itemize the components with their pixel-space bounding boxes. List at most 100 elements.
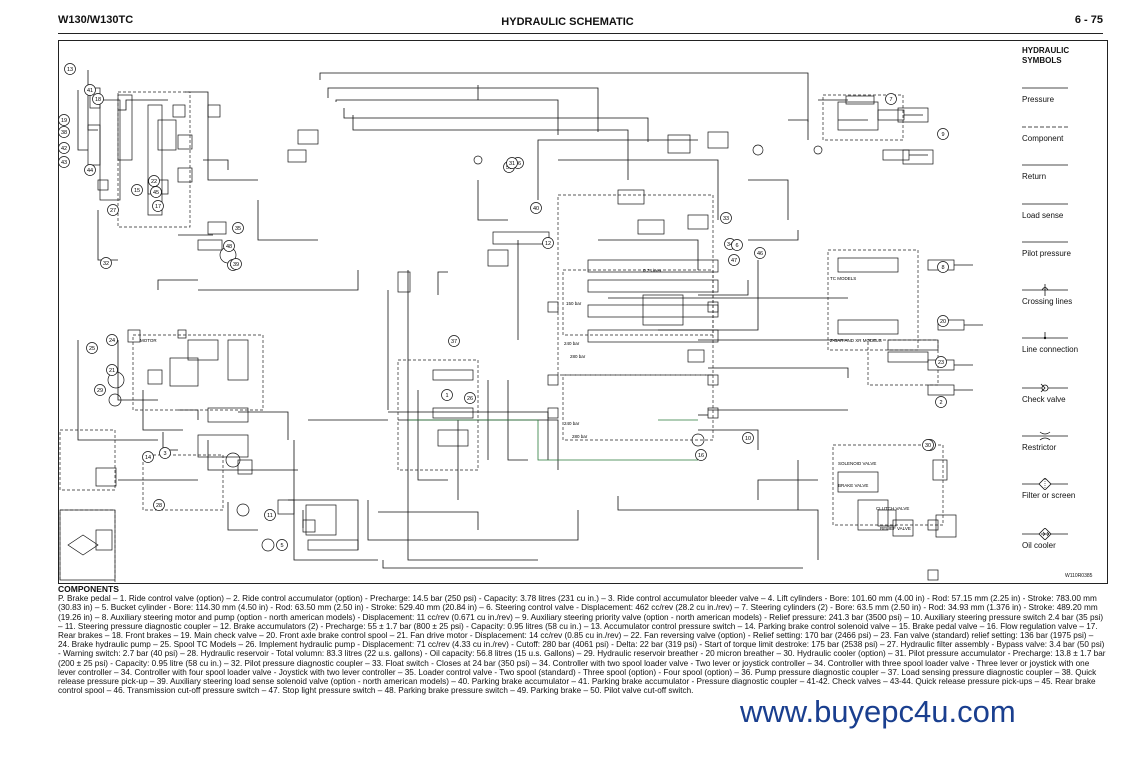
legend-item: Line connection <box>1022 332 1107 354</box>
components-text: P. Brake pedal – 1. Ride control valve (… <box>58 594 1106 696</box>
callout-marker: 14 <box>142 451 154 463</box>
legend-label: Restrictor <box>1022 443 1057 452</box>
filter-icon <box>1022 477 1107 491</box>
callout-marker: 29 <box>94 384 106 396</box>
callout-number: 3 <box>163 451 166 457</box>
legend-label: Filter or screen <box>1022 491 1076 500</box>
restrictor-icon <box>1022 430 1107 442</box>
callout-marker: 28 <box>153 499 165 511</box>
legend-item: Return <box>1022 159 1107 181</box>
callout-number: 38 <box>61 130 67 136</box>
callout-marker: 24 <box>106 334 118 346</box>
callout-marker: 16 <box>695 449 707 461</box>
callout-number: 1 <box>445 393 448 399</box>
schematic-label: CLUTCH VALVE <box>876 506 909 511</box>
callout-marker: 47 <box>728 254 740 266</box>
callout-number: 43 <box>61 160 67 166</box>
header-rule <box>58 33 1103 34</box>
callout-marker: 8 <box>937 261 949 273</box>
callout-marker: 39 <box>230 258 242 270</box>
page-title: HYDRAULIC SCHEMATIC <box>501 16 634 28</box>
callout-number: 16 <box>698 453 704 459</box>
callout-marker: 41 <box>84 84 96 96</box>
callout-number: 42 <box>61 146 67 152</box>
callout-number: 44 <box>87 168 93 174</box>
callout-marker: 44 <box>84 164 96 176</box>
callout-marker: 2 <box>935 396 947 408</box>
callout-marker: 1 <box>441 389 453 401</box>
callout-number: 34 <box>727 242 733 248</box>
callout-number: 31 <box>509 161 515 167</box>
callout-number: 33 <box>723 216 729 222</box>
callout-marker: 26 <box>464 392 476 404</box>
callout-marker: 11 <box>264 509 276 521</box>
callout-marker: 35 <box>232 222 244 234</box>
callout-number: 22 <box>151 179 157 185</box>
callout-number: 9 <box>941 132 944 138</box>
schematic-frame <box>58 40 1108 584</box>
model-label: W130/W130TC <box>58 14 134 26</box>
callout-marker: 13 <box>64 63 76 75</box>
callout-marker: 19 <box>58 114 70 126</box>
legend-label: Oil cooler <box>1022 541 1056 550</box>
callout-marker: 43 <box>58 156 70 168</box>
schematic-label: 240 bar <box>564 421 580 426</box>
callout-marker: 3 <box>159 447 171 459</box>
callout-number: 40 <box>533 206 539 212</box>
legend-label: Pilot pressure <box>1022 249 1071 258</box>
callout-number: 48 <box>226 244 232 250</box>
callout-marker: 6 <box>731 239 743 251</box>
callout-marker: 27 <box>107 204 119 216</box>
legend-label: Return <box>1022 172 1047 181</box>
legend-item: Load sense <box>1022 198 1107 220</box>
return-line-icon <box>1022 159 1107 171</box>
legend-item: Pilot pressure <box>1022 236 1107 258</box>
schematic-label: 240 bar <box>564 341 580 346</box>
check-valve-icon <box>1022 382 1107 394</box>
callout-number: 47 <box>731 258 737 264</box>
callout-marker: 32 <box>100 257 112 269</box>
callout-number: 41 <box>87 88 93 94</box>
legend-item: Crossing lines <box>1022 284 1107 306</box>
callout-marker: 33 <box>720 212 732 224</box>
callout-number: 26 <box>467 396 473 402</box>
legend-label: Line connection <box>1022 345 1079 354</box>
callout-marker: 46 <box>754 247 766 259</box>
callout-marker: 17 <box>152 200 164 212</box>
load-sense-line-icon <box>1022 198 1107 210</box>
callout-number: 11 <box>267 513 273 519</box>
callout-number: 13 <box>67 67 73 73</box>
oil-cooler-icon <box>1022 527 1107 541</box>
crossing-lines-icon <box>1022 284 1107 296</box>
pilot-pressure-line-icon <box>1022 236 1107 248</box>
callout-marker: 38 <box>58 126 70 138</box>
schematic-label: 150 bar <box>566 301 582 306</box>
callout-number: 23 <box>938 360 944 366</box>
callout-number: 6 <box>735 243 738 249</box>
components-title: COMPONENTS <box>58 584 119 594</box>
schematic-label: SOLENOID VALVE <box>838 461 876 466</box>
callout-number: 46 <box>757 251 763 257</box>
callout-marker: 42 <box>58 142 70 154</box>
callout-marker: 40 <box>530 202 542 214</box>
callout-marker: 9 <box>937 128 949 140</box>
callout-marker: 7 <box>885 93 897 105</box>
callout-marker: 21 <box>106 364 118 376</box>
callout-number: 29 <box>97 388 103 394</box>
schematic-label: MOTOR <box>140 338 157 343</box>
legend-label: Pressure <box>1022 95 1055 104</box>
callout-marker: 18 <box>92 93 104 105</box>
pressure-line-icon <box>1022 82 1107 94</box>
callout-marker: 37 <box>448 335 460 347</box>
callout-number: 14 <box>145 455 151 461</box>
callout-number: 2 <box>939 400 942 406</box>
legend-title: HYDRAULIC SYMBOLS <box>1022 46 1070 65</box>
watermark: www.buyepc4u.com <box>740 694 1016 729</box>
callout-number: 28 <box>156 503 162 509</box>
callout-number: 10 <box>745 436 751 442</box>
schematic-label: 280 bar <box>570 354 586 359</box>
callout-number: 25 <box>89 346 95 352</box>
legend-item: Oil cooler <box>1022 527 1107 550</box>
callout-marker: 15 <box>131 184 143 196</box>
legend-item: Check valve <box>1022 382 1107 404</box>
